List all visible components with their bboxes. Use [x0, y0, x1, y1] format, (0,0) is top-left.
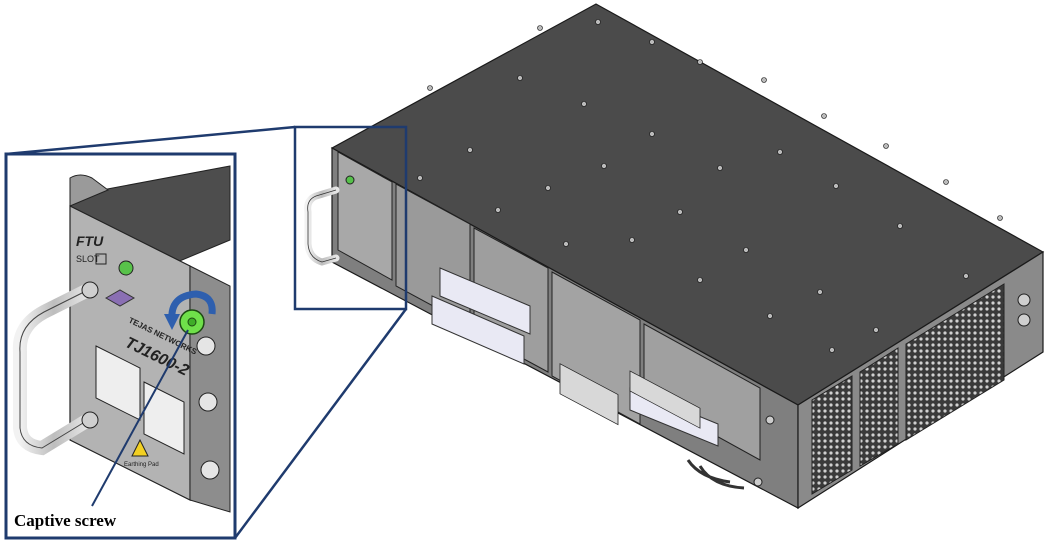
mounting-ear: [69, 174, 109, 207]
side-vent-2: [859, 347, 899, 467]
side-vent-1: [811, 375, 853, 495]
port-block: [559, 363, 619, 426]
front-screw-icon: [765, 415, 775, 425]
port-icon: [198, 392, 218, 412]
top-screws: [417, 19, 1003, 353]
side-vent-3: [905, 283, 1005, 441]
front-modules: [304, 151, 775, 490]
module-label: FTU: [76, 233, 104, 249]
zoom-inset-frame: [4, 152, 237, 540]
ftu-led-icon: [345, 175, 355, 185]
status-led-icon: [118, 260, 134, 276]
chassis: [304, 3, 1045, 510]
card-slot-4: [643, 323, 761, 461]
zoom-region-box: [293, 125, 408, 311]
port-icon: [200, 460, 220, 480]
zoom-connector-bottom: [233, 308, 408, 539]
handle-mount-icon: [81, 411, 99, 429]
front-screw-icon: [753, 477, 763, 487]
brand-logo-icon: [104, 289, 136, 307]
side-screw-icon: [1017, 293, 1031, 307]
slot-label: SLOT: [76, 254, 100, 264]
port-block: [629, 370, 701, 429]
rotate-arrow-icon: [168, 290, 216, 321]
side-screw-icon: [1017, 313, 1031, 327]
cable-bundle: [686, 459, 745, 490]
handle-mount-icon: [81, 281, 99, 299]
warning-label-esd: [143, 381, 185, 455]
port-icon: [196, 336, 216, 356]
sfp-module: [439, 267, 531, 335]
zoom-inset: FTU SLOT TEJAS NETWORKS TJ1600-2 Earthin…: [4, 152, 237, 540]
grounding-label: Earthing Pad: [124, 462, 159, 468]
callout-leader: [91, 329, 189, 507]
sfp-module: [431, 295, 525, 365]
zoom-connector-top: [5, 125, 296, 156]
grounding-triangle-icon: [131, 438, 149, 457]
captive-screw-callout: Captive screw: [14, 511, 117, 530]
